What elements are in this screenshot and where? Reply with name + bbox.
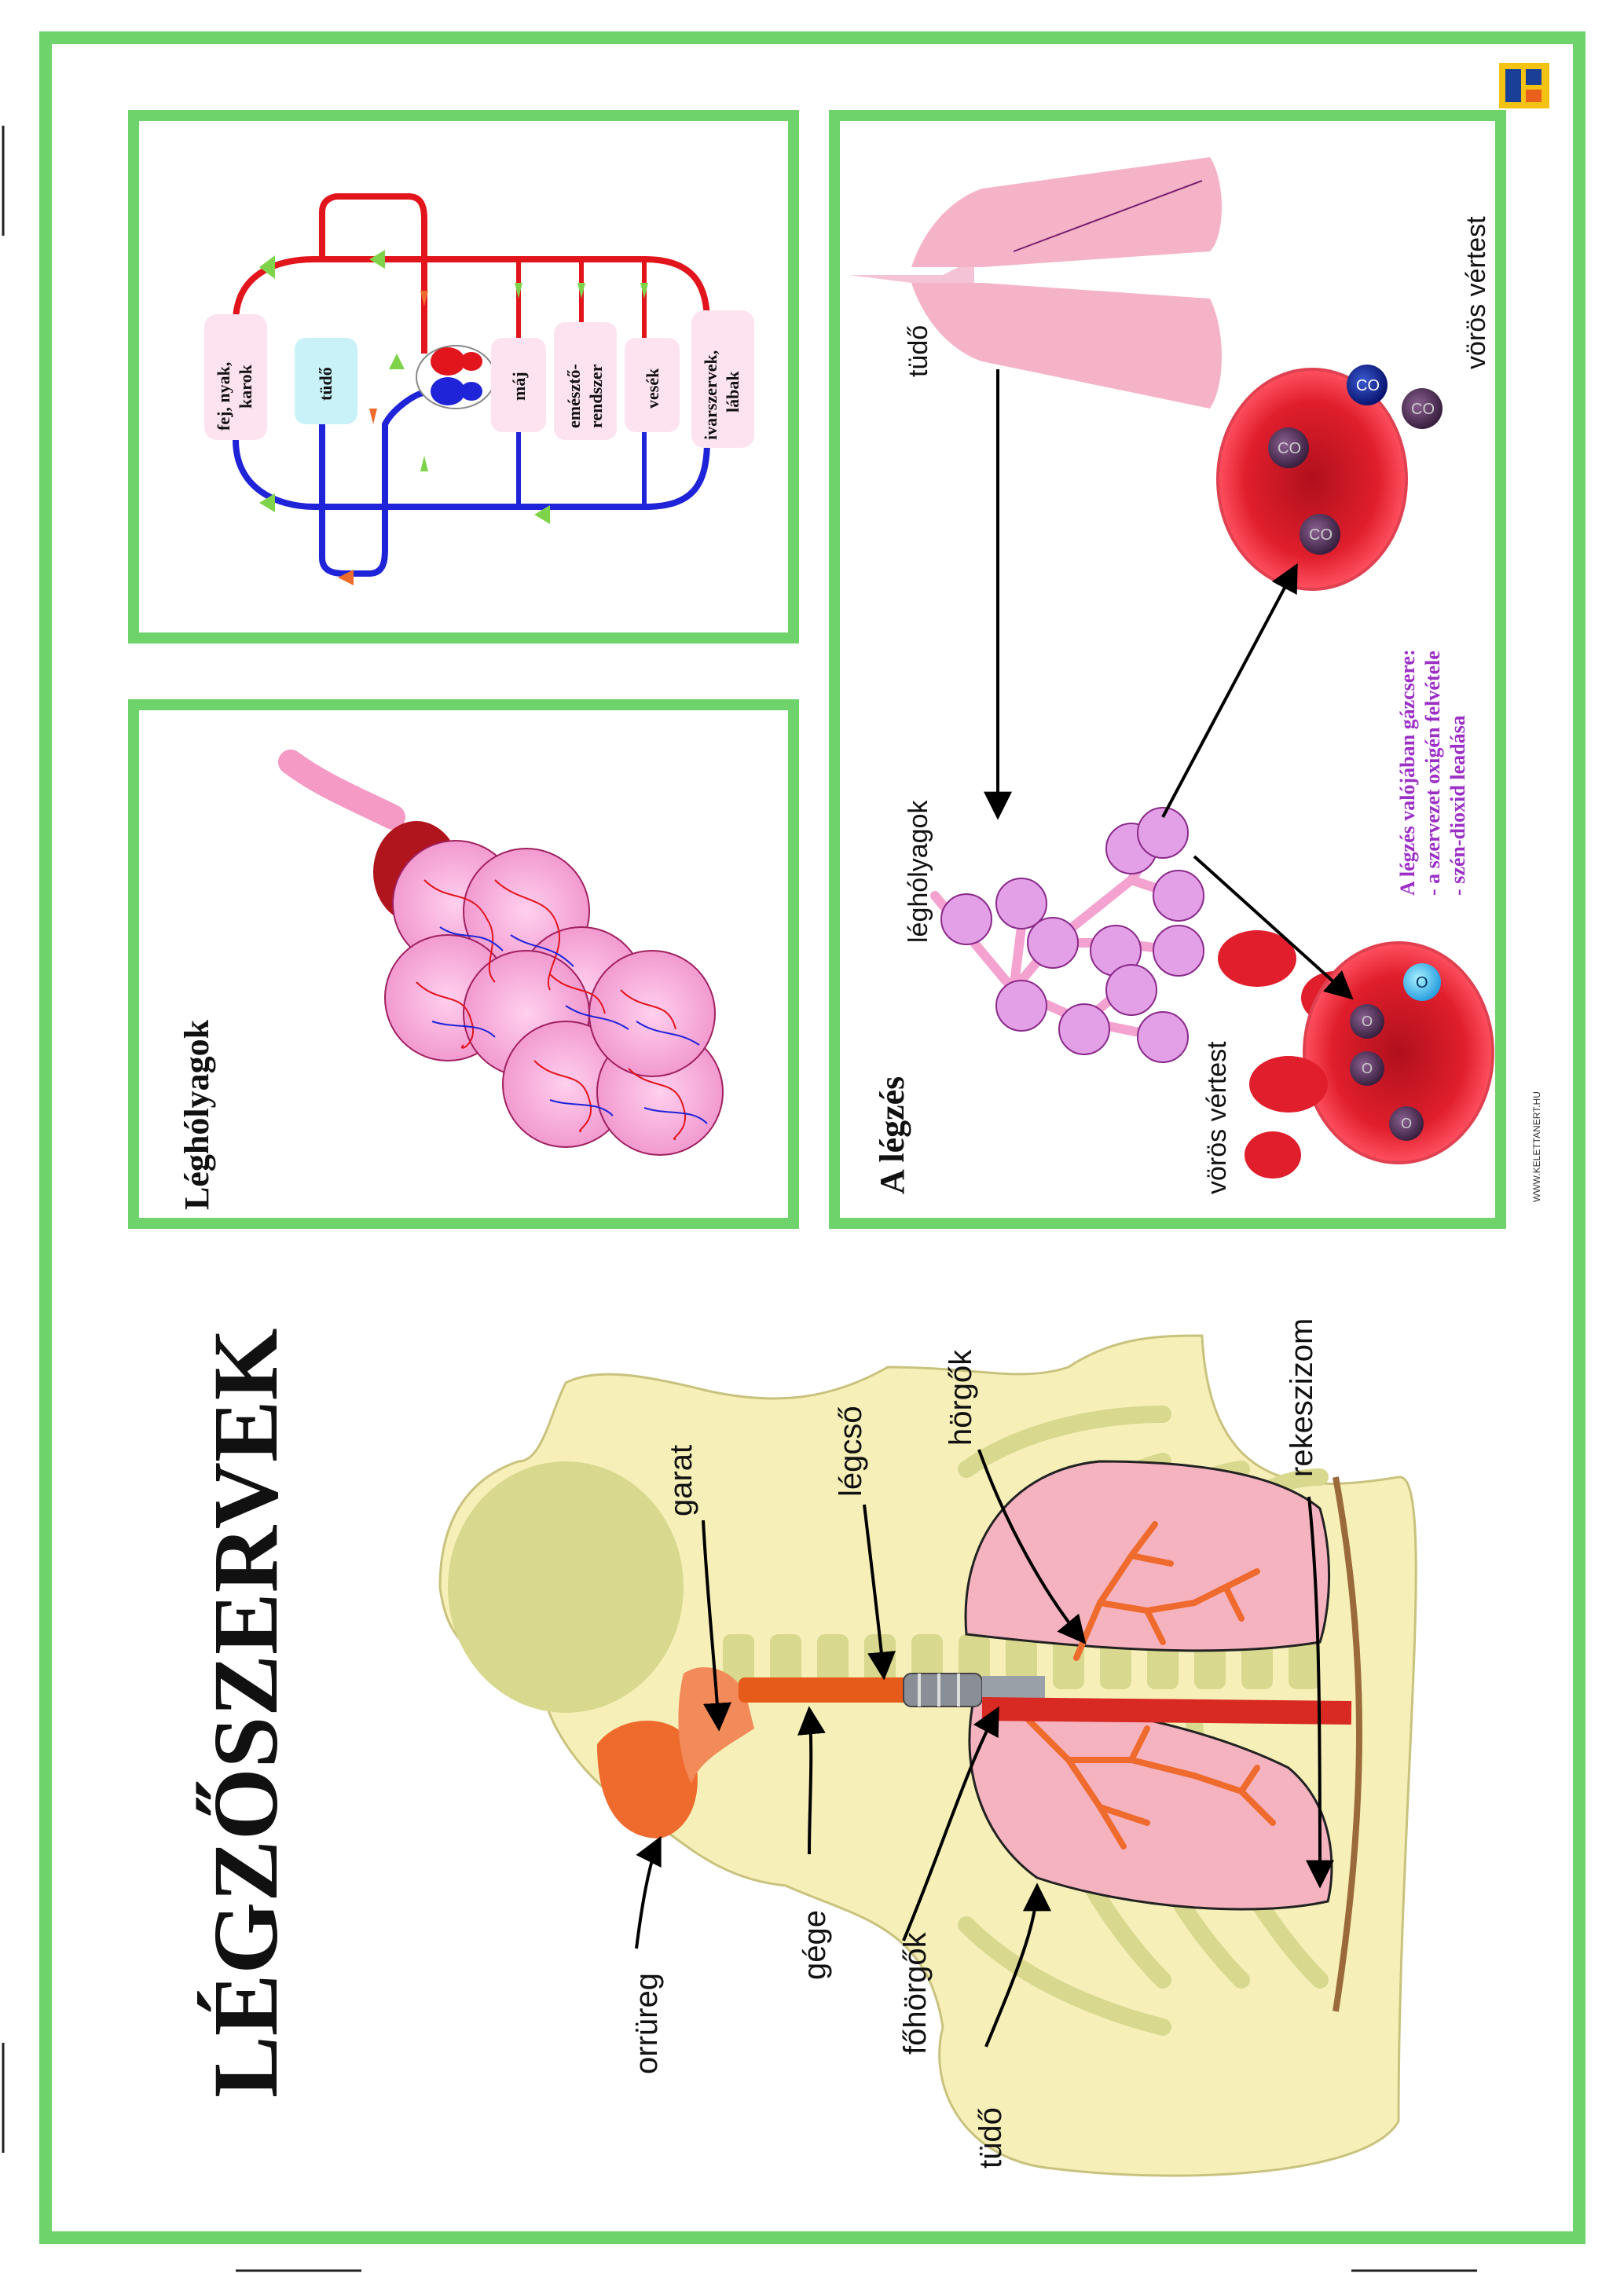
breathing-label-rbc-top: vörös vértest [1461,216,1491,369]
organ-legs-line1: ivarszervek, [701,350,720,440]
bronchial-alveoli-tree [930,807,1204,1063]
vein-main [233,439,710,510]
flow-arrows-orange [338,291,428,585]
label-orrureg: orrüreg [629,1973,664,2074]
o2-label-4: O [1401,1116,1412,1131]
flow-arrows-green [259,250,648,524]
alveolus [588,950,716,1077]
co2-label-3: CO [1278,440,1301,457]
organ-box-kidneys [625,338,680,432]
diaphragm [1333,1476,1362,2012]
vein-lung-loop [319,390,425,577]
skull [448,1461,684,1713]
label-tudo: tüdő [973,2107,1008,2169]
o2-label-1: O [1416,974,1428,992]
circulation-diagram: fej, nyak, karok tüdő máj emésztő- rends… [204,193,754,585]
publisher-logo [1499,63,1549,108]
lung-illustration [849,157,1222,409]
organ-head-line2: karok [236,364,255,409]
exchange-line-2: - a szervezet oxigén felvétele [1421,651,1444,896]
alveoli-cluster [278,750,724,1156]
organ-legs-line2: lábak [723,371,742,412]
artery-lung-loop [319,193,427,354]
anatomy-arrows [635,1449,1334,2048]
artery-main [233,256,710,323]
trachea [739,1677,911,1703]
larynx-rings [903,1673,983,1707]
organ-lung: tüdő [316,367,335,401]
poster-title: LÉGZŐSZERVEK [194,1329,297,2099]
nasal-cavity [597,1721,698,1839]
red-blood-cell-co2 [1216,365,1443,591]
esophagus [981,1697,1352,1725]
organ-head-line1: fej, nyak, [214,362,233,431]
breathing-label-alveoli: léghólyagok [904,800,933,943]
breathing-label-rbc-bottom: vörös vértest [1202,1041,1232,1194]
heart [416,345,496,409]
o2-label-3: O [1362,1061,1373,1076]
website-url: WWW.KELETTANERT.HU [1531,1091,1542,1202]
breathing-label-lung: tüdő [904,325,933,377]
co2-label-1: CO [1356,377,1380,394]
organ-box-legs [691,310,754,448]
label-rekeszizom: rekeszizom [1285,1318,1319,1477]
label-garat: garat [664,1445,698,1516]
co2-label-2: CO [1411,401,1435,418]
organ-liver: máj [509,372,529,401]
label-legcso: légcső [834,1406,868,1497]
alveolus-clusters [940,807,1204,1063]
label-fohorgok: főhörgők [898,1931,933,2055]
outer-green-frame [39,31,1586,2244]
breathing-arrows [984,369,1354,1000]
organ-digestive-line1: emésztő- [564,364,584,428]
label-horgok: hörgők [944,1349,978,1446]
co2-label-4: CO [1309,526,1333,544]
o2-label-2: O [1362,1014,1373,1029]
bronchial-tree-lower [1018,1710,1276,1850]
exchange-line-1: A légzés valójában gázcsere: [1396,649,1419,896]
organ-box-lung [295,338,357,424]
organ-kidneys: vesék [643,368,662,409]
label-gege: gége [797,1910,832,1980]
exchange-line-3: - szén-dioxid leadása [1446,715,1469,896]
bronchiole-stem [278,750,405,830]
organ-box-liver [491,338,546,432]
capillaries [416,879,708,1140]
anatomy-diagram: orrüreg garat gége légcső főhörgők hörgő… [438,1318,1417,2177]
organ-box-digestive [554,322,617,440]
organ-digestive-line2: rendszer [586,364,606,428]
alveoli-panel-title: Léghólyagok [178,1019,216,1210]
breathing-panel-title: A légzés [873,1076,911,1194]
organ-box-head [204,314,267,440]
